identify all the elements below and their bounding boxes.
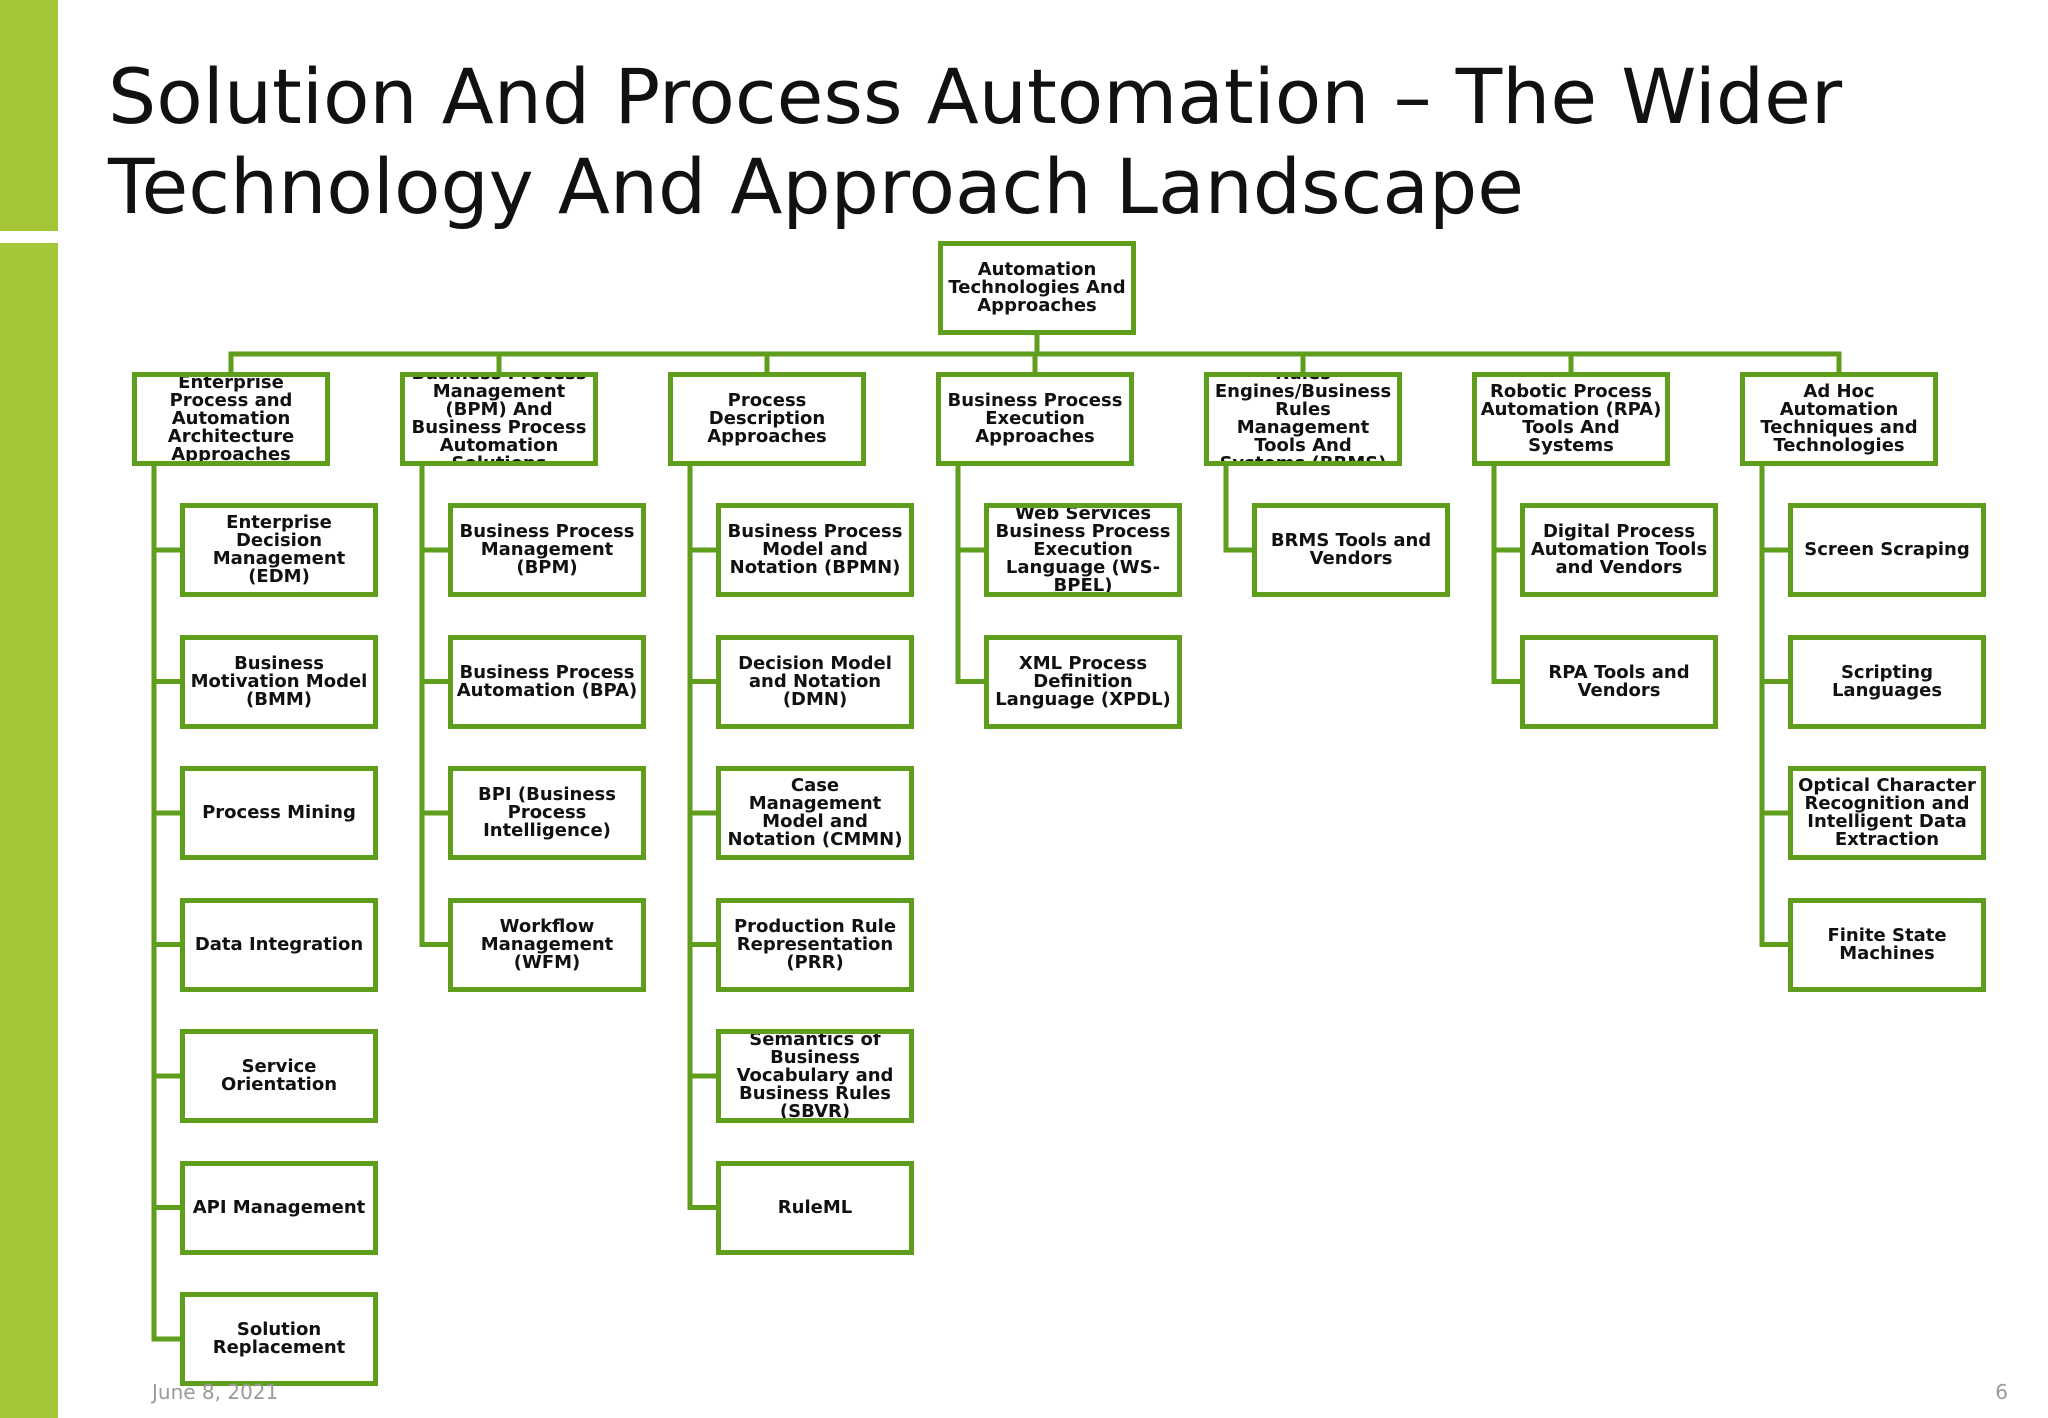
accent-bar-top bbox=[0, 0, 58, 231]
child-node-4-1-label: Web Services Business Process Execution … bbox=[995, 503, 1171, 596]
child-node-3-2-label: Decision Model and Notation (DMN) bbox=[738, 652, 892, 710]
child-node-6-2: RPA Tools and Vendors bbox=[1520, 634, 1718, 729]
child-node-6-1: Digital Process Automation Tools and Ven… bbox=[1520, 503, 1718, 597]
child-node-3-1: Business Process Model and Notation (BPM… bbox=[716, 503, 914, 597]
child-node-3-1-label: Business Process Model and Notation (BPM… bbox=[727, 521, 903, 578]
child-node-1-1: Enterprise Decision Management (EDM) bbox=[180, 503, 378, 597]
category-node-3: Process Description Approaches bbox=[668, 372, 866, 466]
child-node-1-5-label: Service Orientation bbox=[220, 1056, 338, 1095]
accent-bar-bottom bbox=[0, 243, 58, 1418]
page-number: 6 bbox=[1995, 1380, 2008, 1404]
category-node-1: Enterprise Process and Automation Archit… bbox=[132, 372, 330, 466]
root-node: Automation Technologies And Approaches bbox=[938, 241, 1136, 335]
child-node-1-2: Business Motivation Model (BMM) bbox=[180, 634, 378, 729]
child-node-3-3: Case Management Model and Notation (CMMN… bbox=[716, 766, 914, 860]
child-node-1-2-label: Business Motivation Model (BMM) bbox=[190, 652, 368, 710]
slide-title-line-2: Technology And Approach Landscape bbox=[108, 142, 1524, 231]
child-node-4-2: XML Process Definition Language (XPDL) bbox=[984, 634, 1182, 729]
child-node-4-2-label: XML Process Definition Language (XPDL) bbox=[995, 652, 1171, 710]
child-node-2-4: Workflow Management (WFM) bbox=[448, 897, 646, 992]
slide-title: Solution And Process Automation – The Wi… bbox=[108, 52, 1958, 232]
slide-title-line-1: Solution And Process Automation – The Wi… bbox=[108, 52, 1843, 141]
child-node-5-1-label: BRMS Tools and Vendors bbox=[1270, 530, 1432, 569]
child-node-1-5: Service Orientation bbox=[180, 1029, 378, 1123]
child-node-1-3-label: Process Mining bbox=[202, 802, 356, 823]
root-node-label: Automation Technologies And Approaches bbox=[948, 259, 1126, 316]
child-node-1-7-label: Solution Replacement bbox=[212, 1319, 346, 1358]
child-node-1-4-label: Data Integration bbox=[194, 933, 364, 955]
category-node-7: Ad Hoc Automation Techniques and Technol… bbox=[1740, 372, 1938, 466]
child-node-7-1-label: Screen Scraping bbox=[1804, 539, 1970, 560]
child-node-1-1-label: Enterprise Decision Management (EDM) bbox=[212, 512, 346, 587]
child-node-7-3: Optical Character Recognition and Intell… bbox=[1788, 766, 1986, 860]
child-node-5-1: BRMS Tools and Vendors bbox=[1252, 503, 1450, 597]
child-node-7-2: Scripting Languages bbox=[1788, 634, 1986, 729]
child-node-1-6: API Management bbox=[180, 1160, 378, 1255]
child-node-3-3-label: Case Management Model and Notation (CMMN… bbox=[727, 775, 903, 850]
category-node-2: Business Process Management (BPM) And Bu… bbox=[400, 372, 598, 466]
child-node-2-4-label: Workflow Management (WFM) bbox=[480, 915, 614, 973]
child-node-3-4-label: Production Rule Representation (PRR) bbox=[733, 915, 897, 973]
child-node-2-1: Business Process Management (BPM) bbox=[448, 503, 646, 597]
child-node-2-3-label: BPI (Business Process Intelligence) bbox=[478, 784, 616, 841]
child-node-6-1-label: Digital Process Automation Tools and Ven… bbox=[1530, 521, 1708, 578]
category-node-3-label: Process Description Approaches bbox=[707, 390, 827, 447]
child-node-7-1: Screen Scraping bbox=[1788, 503, 1986, 597]
child-node-3-5-label: Semantics of Business Vocabulary and Bus… bbox=[736, 1029, 894, 1122]
category-node-4-label: Business Process Execution Approaches bbox=[947, 390, 1123, 447]
category-node-2-label: Business Process Management (BPM) And Bu… bbox=[411, 372, 587, 466]
child-node-3-4: Production Rule Representation (PRR) bbox=[716, 897, 914, 992]
child-node-7-4: Finite State Machines bbox=[1788, 897, 1986, 992]
category-node-1-label: Enterprise Process and Automation Archit… bbox=[167, 372, 295, 465]
child-node-7-4-label: Finite State Machines bbox=[1827, 924, 1947, 964]
child-node-7-2-label: Scripting Languages bbox=[1831, 661, 1943, 701]
category-node-6: Robotic Process Automation (RPA) Tools A… bbox=[1472, 372, 1670, 466]
category-node-5-label: Rules Engines/Business Rules Management … bbox=[1214, 372, 1392, 466]
child-node-2-2-label: Business Process Automation (BPA) bbox=[456, 661, 638, 701]
category-node-4: Business Process Execution Approaches bbox=[936, 372, 1134, 466]
child-node-3-2: Decision Model and Notation (DMN) bbox=[716, 634, 914, 729]
child-node-3-6: RuleML bbox=[716, 1160, 914, 1255]
child-node-1-4: Data Integration bbox=[180, 897, 378, 992]
child-node-3-5: Semantics of Business Vocabulary and Bus… bbox=[716, 1029, 914, 1123]
child-node-7-3-label: Optical Character Recognition and Intell… bbox=[1798, 775, 1976, 850]
child-node-1-3: Process Mining bbox=[180, 766, 378, 860]
footer-date: June 8, 2021 bbox=[152, 1380, 279, 1404]
child-node-2-3: BPI (Business Process Intelligence) bbox=[448, 766, 646, 860]
child-node-2-2: Business Process Automation (BPA) bbox=[448, 634, 646, 729]
category-node-6-label: Robotic Process Automation (RPA) Tools A… bbox=[1480, 381, 1662, 456]
child-node-1-7: Solution Replacement bbox=[180, 1292, 378, 1386]
category-node-5: Rules Engines/Business Rules Management … bbox=[1204, 372, 1402, 466]
child-node-1-6-label: API Management bbox=[192, 1196, 366, 1218]
child-node-3-6-label: RuleML bbox=[777, 1196, 853, 1218]
category-node-7-label: Ad Hoc Automation Techniques and Technol… bbox=[1760, 381, 1918, 456]
child-node-6-2-label: RPA Tools and Vendors bbox=[1548, 661, 1690, 701]
child-node-2-1-label: Business Process Management (BPM) bbox=[459, 521, 635, 578]
child-node-4-1: Web Services Business Process Execution … bbox=[984, 503, 1182, 597]
